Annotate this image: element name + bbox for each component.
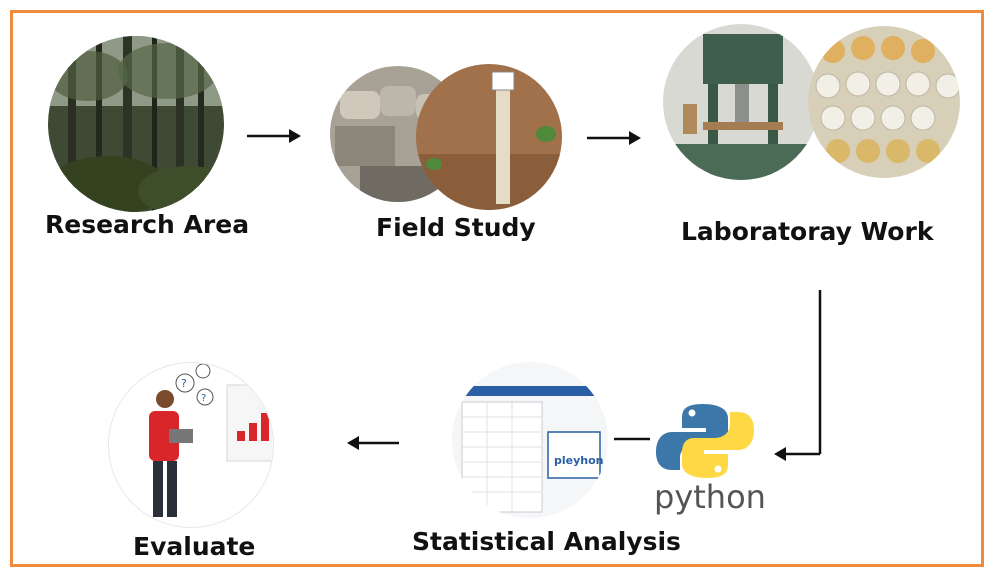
field-study-label: Field Study [376,213,536,242]
research-area-photo [48,36,224,212]
evaluate-illustration: ? ? [108,362,274,528]
statistical-analysis-screenshot: pleyhon [452,362,608,518]
arrow-down-left-icon [774,290,822,461]
field-study-photo-soil [416,64,562,210]
diagram-frame [10,10,984,567]
connector-line [614,437,650,441]
arrow-right-icon [587,131,641,145]
svg-text:?: ? [181,377,187,390]
research-area-label: Research Area [45,210,250,239]
statistical-analysis-label: Statistical Analysis [412,527,681,556]
laboratory-work-label: Laboratoray Work [681,217,934,246]
python-screen-badge: pleyhon [554,454,604,467]
evaluate-label: Evaluate [133,532,256,561]
python-logo-text: python [654,478,766,516]
python-snake-icon [656,404,754,478]
arrow-right-icon [247,129,301,143]
python-logo: python [650,400,766,520]
svg-text:?: ? [201,393,206,404]
arrow-left-icon [347,436,399,450]
laboratory-samples-photo [808,26,960,178]
laboratory-machine-photo [663,24,819,180]
